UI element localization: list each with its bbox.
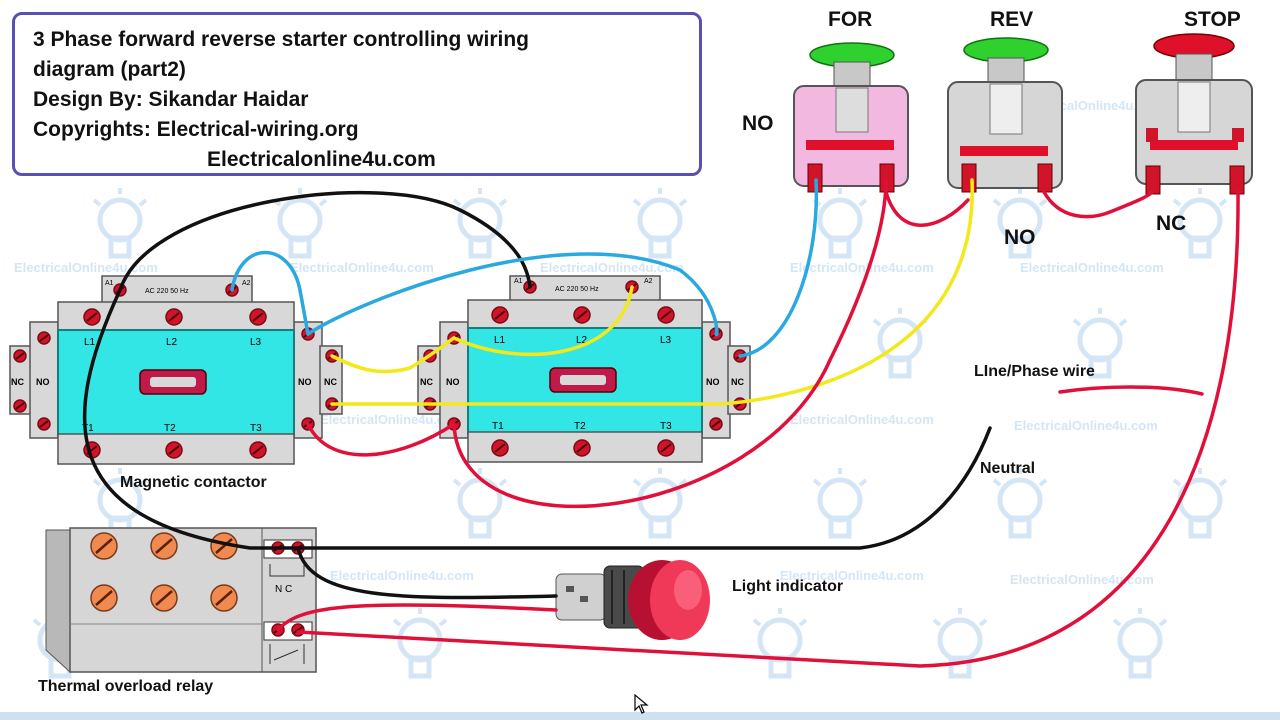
contactor-2: A1 A2 AC 220 50 Hz NC NO NO NC L1 L2 L3 … [417,275,751,463]
light-indicator [555,560,710,640]
blue-wire [738,178,819,358]
terminal-label: T3 [660,421,672,432]
aux-nc-label: NC [731,377,744,387]
thermal-overload-relay-label: Thermal overload relay [38,678,214,695]
forward-button-label: FOR [828,8,873,31]
coil-a2-label: A2 [644,278,653,285]
contactor-1: A1 A2 AC 220 50 Hz NC NO NO NC L1 L2 L3 … [9,275,343,465]
blue-wire [306,252,719,337]
neutral-label: Neutral [980,460,1036,477]
relay-nc-label: N C [275,584,292,595]
black-wire [118,190,532,292]
aux-nc-label: NC [324,377,337,387]
red-wire [452,178,888,509]
watermark-text: ElectricalOnline4u.com [1010,572,1154,587]
coil-a2-label: A2 [242,280,251,287]
terminal-label: L3 [660,335,672,346]
magnetic-contactor-label: Magnetic contactor [120,474,267,491]
copyright-line: Copyrights: Electrical-wiring.org [33,118,359,141]
terminal-label: L3 [250,337,262,348]
watermark-text: ElectricalOnline4u.com [290,260,434,275]
aux-no-label: NO [36,377,50,387]
website-line: Electricalonline4u.com [207,148,436,171]
reverse-button-label: REV [990,8,1034,31]
line-phase-wire-label: LIne/Phase wire [974,363,1095,380]
black-wire [82,288,300,550]
aux-no-label: NO [706,377,720,387]
reverse-push-button[interactable] [947,37,1063,193]
red-wire [1058,385,1204,396]
wires [82,178,1240,668]
yellow-wire [452,285,634,357]
watermark-text: ElectricalOnline4u.com [330,568,474,583]
page-title: 3 Phase forward reverse starter controll… [33,28,529,51]
coil-spec: AC 220 50 Hz [145,288,189,295]
blue-wire [230,250,310,336]
stop-nc-label: NC [1156,212,1187,235]
watermark-text: ElectricalOnline4u.com [790,260,934,275]
forward-push-button[interactable] [793,42,909,193]
designer-credit: Design By: Sikandar Haidar [33,88,309,111]
red-wire [306,422,456,457]
red-wire [276,603,558,632]
title-box: 3 Phase forward reverse starter controll… [12,12,702,176]
terminal-label: T2 [164,423,176,434]
bottom-strip [0,712,1280,720]
forward-no-label: NO [742,112,774,135]
black-wire [296,546,558,600]
terminal-label: T2 [574,421,586,432]
page-title-continued: diagram (part2) [33,58,186,81]
watermark-text: ElectricalOnline4u.com [1014,418,1158,433]
stop-button-label: STOP [1184,8,1241,31]
stop-push-button[interactable] [1135,33,1253,195]
light-indicator-label: Light indicator [732,578,844,595]
coil-a1-label: A1 [105,280,114,287]
red-wire [1042,190,1154,219]
aux-no-label: NO [446,377,460,387]
yellow-wire [330,336,456,374]
reverse-no-label: NO [1004,226,1036,249]
terminal-label: L1 [494,335,506,346]
red-wire [884,190,970,227]
aux-nc-label: NC [420,377,433,387]
watermark-text: ElectricalOnline4u.com [14,260,158,275]
black-wire [296,426,992,550]
thermal-overload-relay: N C [45,527,317,674]
terminal-label: T1 [82,423,94,434]
terminal-label: T3 [250,423,262,434]
watermark-text: ElectricalOnline4u.com [790,412,934,427]
red-wire [296,190,1240,668]
coil-a1-label: A1 [514,278,523,285]
watermark-text: ElectricalOnline4u.com [1020,260,1164,275]
watermark-text: ElectricalOnline4u.com [780,568,924,583]
mouse-cursor-icon [634,694,649,714]
yellow-wire [330,178,974,406]
watermark-text: ElectricalOnline4u.com [320,412,464,427]
terminal-label: L2 [166,337,178,348]
aux-nc-label: NC [11,377,24,387]
coil-spec: AC 220 50 Hz [555,286,599,293]
terminal-label: T1 [492,421,504,432]
aux-no-label: NO [298,377,312,387]
watermark-text: ElectricalOnline4u.com [540,260,684,275]
terminal-label: L1 [84,337,96,348]
terminal-label: L2 [576,335,588,346]
